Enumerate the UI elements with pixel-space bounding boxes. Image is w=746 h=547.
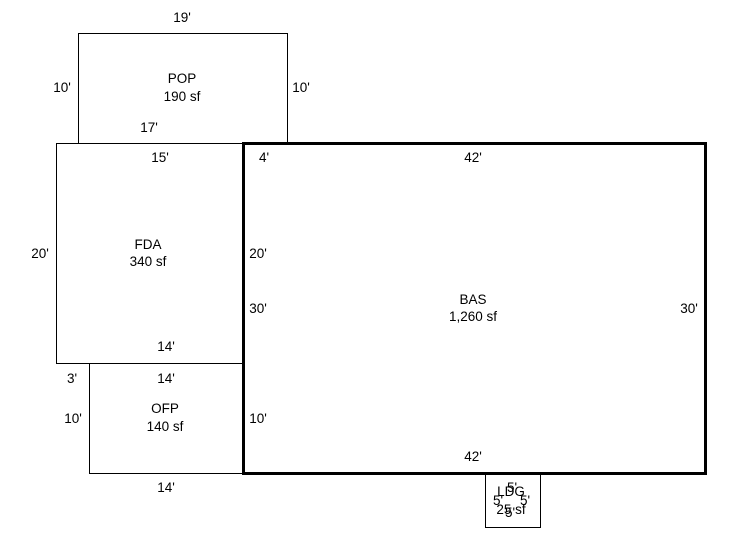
bas-code-label: BAS <box>459 292 486 307</box>
ofp-bottom-dimension: 14' <box>157 480 175 495</box>
ldg-area-label: 25 sf <box>496 502 526 517</box>
fda-bottom-dimension: 14' <box>157 339 175 354</box>
fda-code-label: FDA <box>135 237 162 252</box>
pop-code-label: POP <box>168 71 197 86</box>
ldg-right-dimension: 5' <box>520 493 530 508</box>
bas-bottom-dimension: 42' <box>464 449 482 464</box>
ldg-top-dimension: 5' <box>507 480 517 495</box>
ofp-code-label: OFP <box>151 401 179 416</box>
bas-outline <box>242 142 707 475</box>
ofp-area-label: 140 sf <box>147 419 184 434</box>
bas-segment-mid-dimension: 20' <box>249 246 267 261</box>
bas-area-label: 1,260 sf <box>449 309 497 324</box>
ofp-offset-dimension: 3' <box>67 371 77 386</box>
fda-area-label: 340 sf <box>130 254 167 269</box>
pop-top-dimension: 19' <box>173 10 191 25</box>
ldg-code-label: LDG <box>497 484 525 499</box>
fda-left-dimension: 20' <box>31 246 49 261</box>
bas-segment-top-dimension: 4' <box>259 150 269 165</box>
ldg-bottom-dimension: 5' <box>505 505 515 520</box>
bas-left-dimension: 30' <box>249 301 267 316</box>
ofp-top-dimension: 14' <box>157 371 175 386</box>
bas-segment-bottom-dimension: 10' <box>249 411 267 426</box>
pop-right-dimension: 10' <box>292 80 310 95</box>
pop-area-label: 190 sf <box>164 89 201 104</box>
bas-top-dimension: 42' <box>464 150 482 165</box>
bas-right-dimension: 30' <box>680 301 698 316</box>
fda-top-dimension: 15' <box>151 150 169 165</box>
ofp-left-dimension: 10' <box>64 411 82 426</box>
pop-left-dimension: 10' <box>53 80 71 95</box>
pop-bottom-dimension: 17' <box>140 120 158 135</box>
ldg-left-dimension: 5' <box>493 493 503 508</box>
